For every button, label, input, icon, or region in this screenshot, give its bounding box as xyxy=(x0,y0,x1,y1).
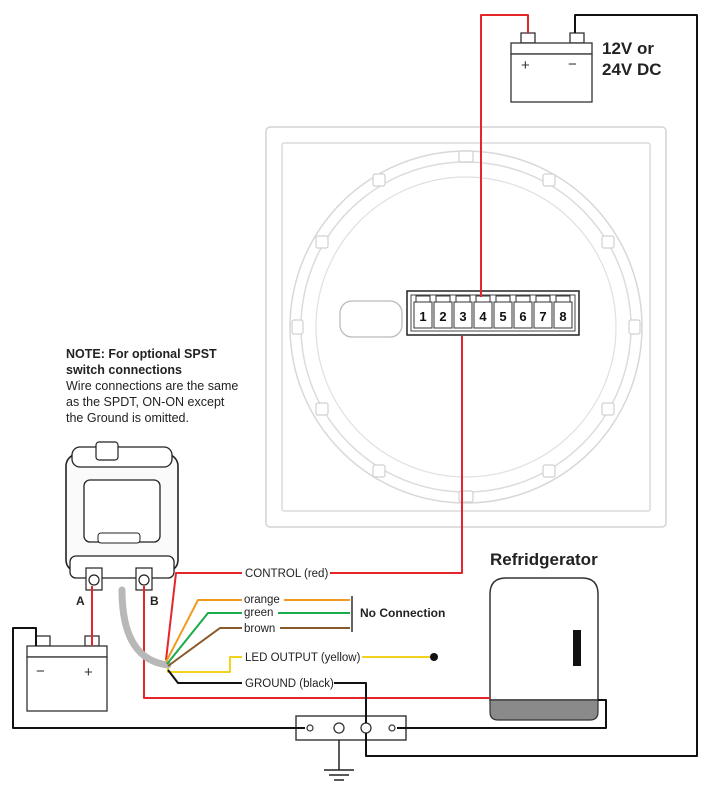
no-connection-label: No Connection xyxy=(360,606,445,620)
note-title-line2: switch connections xyxy=(66,363,182,377)
brown-wire-label: brown xyxy=(244,623,275,635)
meter-panel xyxy=(265,126,667,528)
orange-wire-label: orange xyxy=(244,594,280,606)
note-title-line1: NOTE: For optional SPST xyxy=(66,347,217,361)
battery-switch: A B xyxy=(65,441,179,608)
mounting-tabs xyxy=(291,150,641,503)
terminal-number: 6 xyxy=(519,309,526,324)
terminal-number: 5 xyxy=(499,309,506,324)
left-battery-minus-symbol: − xyxy=(36,663,45,680)
fridge-ground-wire xyxy=(397,699,607,729)
spst-note: NOTE: For optional SPST switch connectio… xyxy=(66,346,266,426)
supply-battery: + − xyxy=(510,32,593,103)
terminal-6: 6 xyxy=(513,295,533,329)
orange-wire xyxy=(165,599,350,663)
left-battery-negative-wire xyxy=(12,627,305,729)
terminal-number: 7 xyxy=(539,309,546,324)
refrigerator xyxy=(489,577,599,721)
terminal-number: 1 xyxy=(419,309,426,324)
terminal-number: 4 xyxy=(479,309,487,324)
control-cable-sheath xyxy=(118,586,172,669)
refrigerator-title: Refridgerator xyxy=(490,550,598,569)
supply-voltage-line2: 24V DC xyxy=(602,60,662,79)
supply-minus-symbol: − xyxy=(568,56,577,73)
wiring xyxy=(12,14,698,757)
supply-voltage-line1: 12V or xyxy=(602,39,654,58)
terminal-5: 5 xyxy=(493,295,513,329)
left-battery-plus-symbol: + xyxy=(84,664,93,681)
left-battery: − + xyxy=(26,635,108,712)
green-wire xyxy=(166,612,350,665)
terminal-7: 7 xyxy=(533,295,553,329)
supply-plus-symbol: + xyxy=(521,57,530,74)
switch-terminal-b-label: B xyxy=(150,594,159,608)
ground-wire-label: GROUND (black) xyxy=(245,678,334,690)
led-output-wire-label: LED OUTPUT (yellow) xyxy=(245,652,361,664)
terminal-2: 2 xyxy=(433,295,453,329)
supply-negative-wire xyxy=(365,14,698,757)
supply-voltage-label: 12V or 24V DC xyxy=(602,38,662,80)
terminal-number: 8 xyxy=(559,309,566,324)
terminal-1: 1 xyxy=(413,295,433,329)
terminal-number: 2 xyxy=(439,309,446,324)
green-wire-label: green xyxy=(244,607,273,619)
control-wire-label: CONTROL (red) xyxy=(245,568,328,580)
terminal-8: 8 xyxy=(553,295,573,329)
note-body-line2: as the SPDT, ON-ON except xyxy=(66,395,225,409)
led-output-endpoint xyxy=(430,653,438,661)
note-body-line1: Wire connections are the same xyxy=(66,379,239,393)
note-body-line3: the Ground is omitted. xyxy=(66,411,189,425)
ground-bus-bar xyxy=(295,715,407,741)
earth-ground-symbol xyxy=(324,740,354,781)
terminal-number: 3 xyxy=(459,309,466,324)
switch-b-to-fridge-wire xyxy=(143,586,490,699)
supply-positive-wire xyxy=(480,14,529,297)
terminal-3: 3 xyxy=(453,295,473,329)
panel-oval-window xyxy=(339,300,403,338)
brown-wire xyxy=(167,627,350,667)
wire-labels: CONTROL (red) orange green brown No Conn… xyxy=(242,566,445,690)
switch-terminal-a-label: A xyxy=(76,594,85,608)
terminal-4: 4 xyxy=(473,295,493,329)
